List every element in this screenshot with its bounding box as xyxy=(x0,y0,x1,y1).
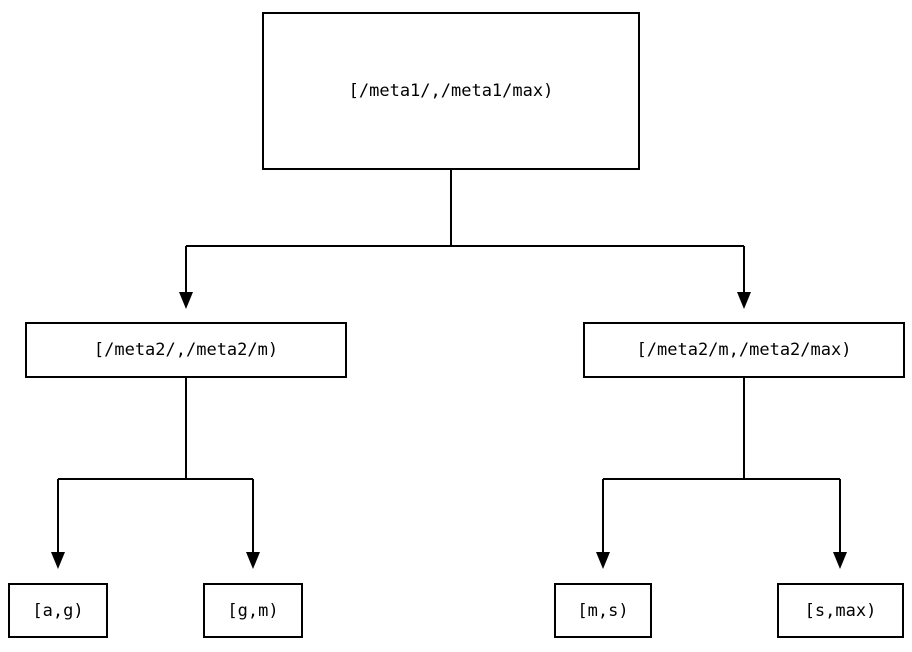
tree-leaf-smax-label: [s,max) xyxy=(804,600,877,621)
tree-leaf-ms: [m,s) xyxy=(554,583,652,638)
tree-node-meta2-low: [/meta2/,/meta2/m) xyxy=(25,322,347,378)
tree-leaf-ag-label: [a,g) xyxy=(32,600,84,621)
arrowhead-down-icon xyxy=(246,552,260,569)
tree-node-meta2-high: [/meta2/m,/meta2/max) xyxy=(583,322,905,378)
arrowhead-down-icon xyxy=(596,552,610,569)
arrowhead-down-icon xyxy=(179,292,193,309)
tree-leaf-ag: [a,g) xyxy=(8,583,108,638)
arrowhead-down-icon xyxy=(51,552,65,569)
tree-leaf-ms-label: [m,s) xyxy=(577,600,629,621)
arrowhead-down-icon xyxy=(833,552,847,569)
tree-leaf-smax: [s,max) xyxy=(777,583,904,638)
tree-node-meta2-high-label: [/meta2/m,/meta2/max) xyxy=(636,340,852,360)
tree-node-meta2-low-label: [/meta2/,/meta2/m) xyxy=(93,340,279,360)
tree-node-root: [/meta1/,/meta1/max) xyxy=(262,12,640,170)
tree-leaf-gm-label: [g,m) xyxy=(227,600,279,621)
tree-node-root-label: [/meta1/,/meta1/max) xyxy=(348,81,554,101)
arrowhead-down-icon xyxy=(737,292,751,309)
tree-leaf-gm: [g,m) xyxy=(203,583,303,638)
